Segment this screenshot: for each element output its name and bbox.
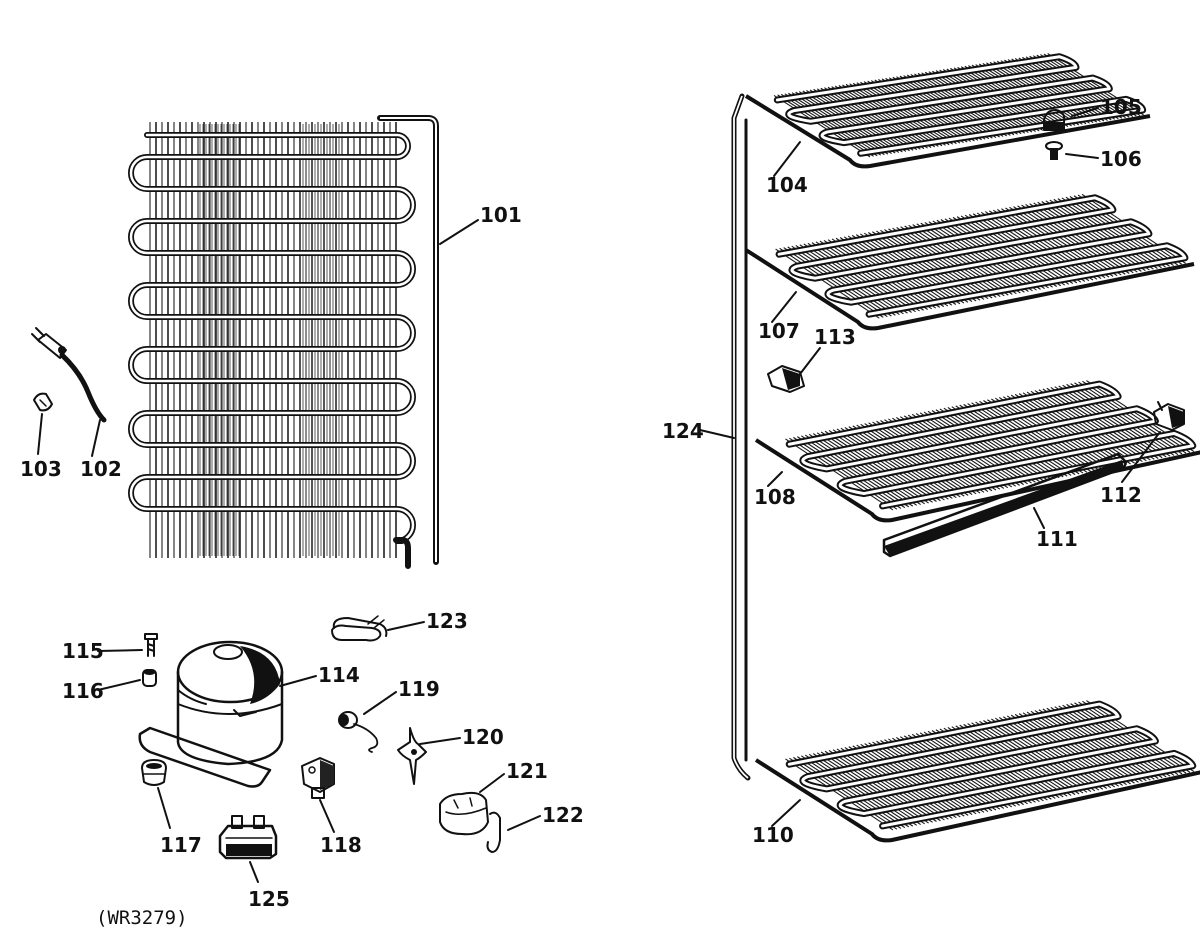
mounting-screw <box>144 633 158 657</box>
terminal-box <box>218 815 278 860</box>
label-104: 104 <box>766 173 808 197</box>
leader-lines <box>37 107 1161 883</box>
mounting-grommet-lower <box>141 759 167 786</box>
label-121: 121 <box>506 759 548 783</box>
label-125: 125 <box>248 887 290 911</box>
compressor <box>138 640 284 788</box>
cover-retaining-clip <box>331 615 388 642</box>
overload-protector <box>338 711 379 753</box>
mounting-grommet-upper <box>142 669 157 687</box>
condenser-tube-highlight <box>129 133 415 543</box>
shelf-clip-left <box>767 365 805 393</box>
label-120: 120 <box>462 725 504 749</box>
power-cord <box>31 327 107 423</box>
compressor-bracket <box>397 727 427 785</box>
label-113: 113 <box>814 325 856 349</box>
evaporator-shelves <box>744 53 1200 843</box>
label-101: 101 <box>480 203 522 227</box>
label-118: 118 <box>320 833 362 857</box>
terminal-cover-clip <box>486 811 501 853</box>
label-117: 117 <box>160 833 202 857</box>
label-107: 107 <box>758 319 800 343</box>
label-112: 112 <box>1100 483 1142 507</box>
shelf-fins-4 <box>785 700 1195 831</box>
label-123: 123 <box>426 609 468 633</box>
label-114: 114 <box>318 663 360 687</box>
label-115: 115 <box>62 639 104 663</box>
shelf-screw <box>1045 141 1063 160</box>
label-103: 103 <box>20 457 62 481</box>
shelf-fins-2 <box>775 193 1187 319</box>
part-number-labels: 101 102 103 104 105 106 107 108 110 111 … <box>20 95 1142 929</box>
condenser-serpentine-tube <box>128 132 416 544</box>
shelf-cap <box>1043 109 1066 131</box>
diagram-code: (WR3279) <box>96 907 188 929</box>
label-124: 124 <box>662 419 704 443</box>
label-110: 110 <box>752 823 794 847</box>
shelf-front-strip <box>882 452 1128 558</box>
label-108: 108 <box>754 485 796 509</box>
label-102: 102 <box>80 457 122 481</box>
start-relay <box>301 757 335 799</box>
label-105: 105 <box>1100 95 1142 119</box>
cord-clip <box>33 392 53 412</box>
label-111: 111 <box>1036 527 1078 551</box>
condenser-return-pipe-highlight <box>380 117 437 562</box>
label-116: 116 <box>62 679 104 703</box>
condenser-wire-grid <box>149 122 397 558</box>
shelf-fins-3 <box>785 380 1195 511</box>
condenser-outlet-stub <box>393 537 411 569</box>
label-106: 106 <box>1100 147 1142 171</box>
shelf-clip-right <box>1153 401 1185 431</box>
terminal-cover-round <box>439 791 489 836</box>
label-122: 122 <box>542 803 584 827</box>
label-119: 119 <box>398 677 440 701</box>
condenser-coil <box>128 115 439 569</box>
evaporator-frame <box>731 93 751 781</box>
